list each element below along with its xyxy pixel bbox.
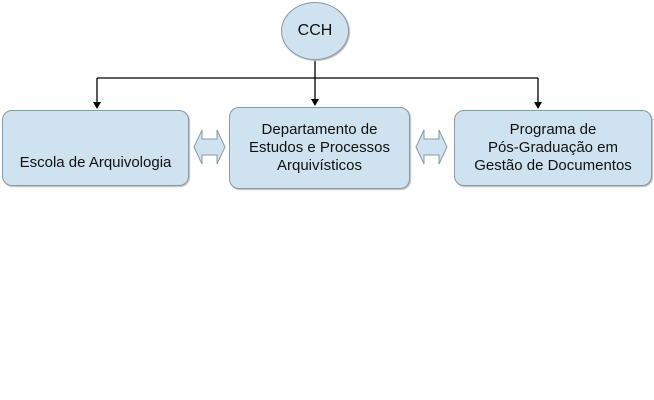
node-programa-pos-graduacao: Programa de Pós-Graduação em Gestão de D… bbox=[454, 110, 652, 186]
arrowhead-center bbox=[311, 99, 319, 106]
root-label: CCH bbox=[297, 22, 333, 39]
node-label-line: Departamento de bbox=[261, 121, 378, 138]
node-label-line: Pós-Graduação em bbox=[487, 139, 619, 156]
arrowhead-right bbox=[534, 102, 542, 109]
node-label-line: Estudos e Processos bbox=[249, 139, 390, 156]
node-escola-arquivologia: Escola de Arquivologia bbox=[2, 110, 189, 186]
double-arrow-left bbox=[193, 129, 226, 165]
node-label: Escola de Arquivologia bbox=[19, 154, 172, 171]
arrowhead-left bbox=[93, 102, 101, 109]
root-node-cch: CCH bbox=[281, 2, 349, 60]
node-label-line: Programa de bbox=[509, 121, 597, 138]
node-label-line: Gestão de Documentos bbox=[474, 157, 632, 174]
double-arrow-right bbox=[415, 129, 448, 165]
node-departamento: Departamento de Estudos e Processos Arqu… bbox=[229, 107, 410, 189]
node-label-line: Arquivísticos bbox=[276, 157, 363, 174]
